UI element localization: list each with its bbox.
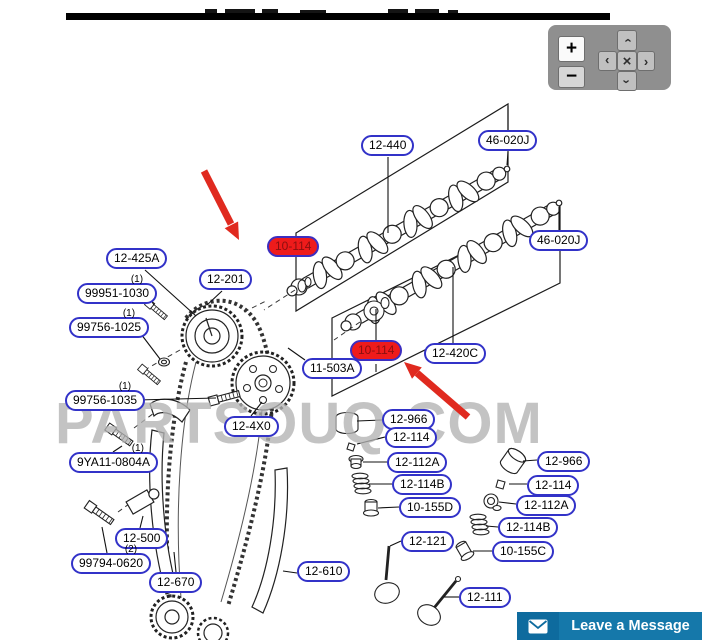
chevron-right-icon: ›: [643, 53, 649, 69]
vvt-actuator: [230, 350, 296, 416]
zoom-pan-panel: + − › › × › ›: [548, 25, 671, 91]
part-number: 9YA11-0804A: [77, 455, 150, 469]
part-qty: (1): [130, 274, 144, 285]
part-label-10-114[interactable]: 10-114: [267, 236, 320, 258]
part-label-99794-0620[interactable]: 99794-0620(2): [71, 544, 152, 575]
part-label-12-201[interactable]: 12-201: [199, 269, 253, 291]
part-number: 12-425A: [114, 251, 160, 265]
valve-parts-left: [335, 411, 400, 604]
part-label-12-111[interactable]: 12-111: [459, 587, 511, 609]
part-label-12-966[interactable]: 12-966: [537, 451, 591, 473]
part-number: 12-201: [207, 272, 245, 286]
part-number: 12-500: [123, 531, 161, 545]
part-label-12-114[interactable]: 12-114: [385, 427, 438, 449]
part-number: 12-112A: [524, 498, 569, 512]
part-number: 99794-0620: [79, 556, 144, 570]
part-number: 99756-1035: [73, 393, 138, 407]
part-number: 46-020J: [537, 233, 581, 247]
part-label-10-114[interactable]: 10-114: [350, 340, 403, 362]
part-label-99756-1035[interactable]: 99756-1035(1): [65, 381, 146, 412]
pan-left-button[interactable]: ›: [598, 51, 617, 71]
washer-99756-1025: [157, 357, 171, 367]
zoom-out-button[interactable]: −: [558, 66, 585, 88]
part-number: 11-503A: [310, 361, 355, 375]
part-label-12-114[interactable]: 12-114: [527, 475, 580, 497]
part-label-12-610[interactable]: 12-610: [297, 561, 351, 583]
part-number: 10-114: [275, 239, 312, 253]
part-label-12-112A[interactable]: 12-112A: [387, 452, 448, 474]
part-label-10-155C[interactable]: 10-155C: [492, 541, 555, 563]
pan-right-button[interactable]: ›: [637, 51, 655, 71]
chain-tensioner: [125, 488, 160, 515]
part-label-12-440[interactable]: 12-440: [361, 135, 415, 157]
part-number: 46-020J: [486, 133, 530, 147]
leave-message-label: Leave a Message: [571, 618, 690, 634]
part-label-12-425A[interactable]: 12-425A: [106, 248, 168, 270]
part-label-11-503A[interactable]: 11-503A: [302, 358, 363, 380]
part-label-10-155D[interactable]: 10-155D: [399, 497, 462, 519]
minus-icon: −: [565, 66, 578, 87]
reset-view-button[interactable]: ×: [617, 51, 637, 71]
part-number: 12-111: [467, 590, 503, 604]
part-qty: (2): [124, 544, 138, 555]
part-number: 12-114B: [400, 477, 445, 491]
part-label-9YA11-0804A[interactable]: 9YA11-0804A(1): [69, 443, 158, 474]
part-number: 12-610: [305, 564, 343, 578]
leader-lines: [101, 106, 560, 598]
part-number: 12-670: [157, 575, 195, 589]
valve-parts-right: [417, 447, 527, 626]
part-number: 12-420C: [432, 346, 479, 360]
part-number: 99756-1025: [77, 320, 142, 334]
part-number: 12-121: [409, 534, 447, 548]
part-label-12-500[interactable]: 12-500: [115, 528, 169, 550]
part-number: 12-966: [545, 454, 583, 468]
part-label-99756-1025[interactable]: 99756-1025(1): [69, 308, 150, 339]
part-number: 10-155D: [407, 500, 454, 514]
camshaft-nose-parts: [297, 276, 390, 322]
leave-message-button[interactable]: Leave a Message: [517, 612, 702, 640]
chevron-down-icon: ›: [619, 78, 635, 84]
crank-sprockets: [149, 594, 230, 640]
part-qty: (1): [122, 308, 136, 319]
part-number: 12-114: [393, 430, 430, 444]
envelope-icon: [517, 612, 559, 640]
part-number: 12-966: [390, 412, 428, 426]
part-number: 10-114: [358, 343, 395, 357]
part-qty: (1): [118, 381, 132, 392]
pan-down-button[interactable]: ›: [617, 71, 637, 91]
part-number: 99951-1030: [85, 286, 150, 300]
part-number: 12-114B: [506, 520, 551, 534]
part-label-46-020J[interactable]: 46-020J: [529, 230, 589, 252]
part-label-12-121[interactable]: 12-121: [401, 531, 455, 553]
part-label-12-420C[interactable]: 12-420C: [424, 343, 487, 365]
chain-guides: [149, 398, 289, 614]
cam-end-plugs: [503, 165, 563, 207]
zoom-in-button[interactable]: +: [558, 36, 585, 62]
part-label-46-020J[interactable]: 46-020J: [478, 130, 538, 152]
part-number: 12-112A: [395, 455, 440, 469]
part-label-12-112A[interactable]: 12-112A: [516, 495, 577, 517]
part-number: 10-155C: [500, 544, 547, 558]
cam-sprocket: [180, 304, 244, 368]
part-label-12-114B[interactable]: 12-114B: [392, 474, 453, 496]
plus-icon: +: [565, 38, 578, 59]
close-icon: ×: [622, 52, 632, 70]
chevron-up-icon: ›: [619, 38, 635, 43]
part-label-12-4X0[interactable]: 12-4X0: [224, 416, 279, 438]
pan-up-button[interactable]: ›: [617, 30, 637, 51]
part-qty: (1): [131, 443, 144, 454]
clipped-text-fragments: [205, 9, 458, 13]
part-label-99951-1030[interactable]: 99951-1030(1): [77, 274, 158, 305]
part-label-12-670[interactable]: 12-670: [149, 572, 203, 594]
part-number: 12-4X0: [232, 419, 271, 433]
top-divider-bar: [66, 13, 610, 20]
part-number: 12-114: [535, 478, 572, 492]
chevron-left-icon: ›: [605, 53, 610, 69]
part-label-12-114B[interactable]: 12-114B: [498, 517, 559, 539]
part-number: 12-440: [369, 138, 407, 152]
